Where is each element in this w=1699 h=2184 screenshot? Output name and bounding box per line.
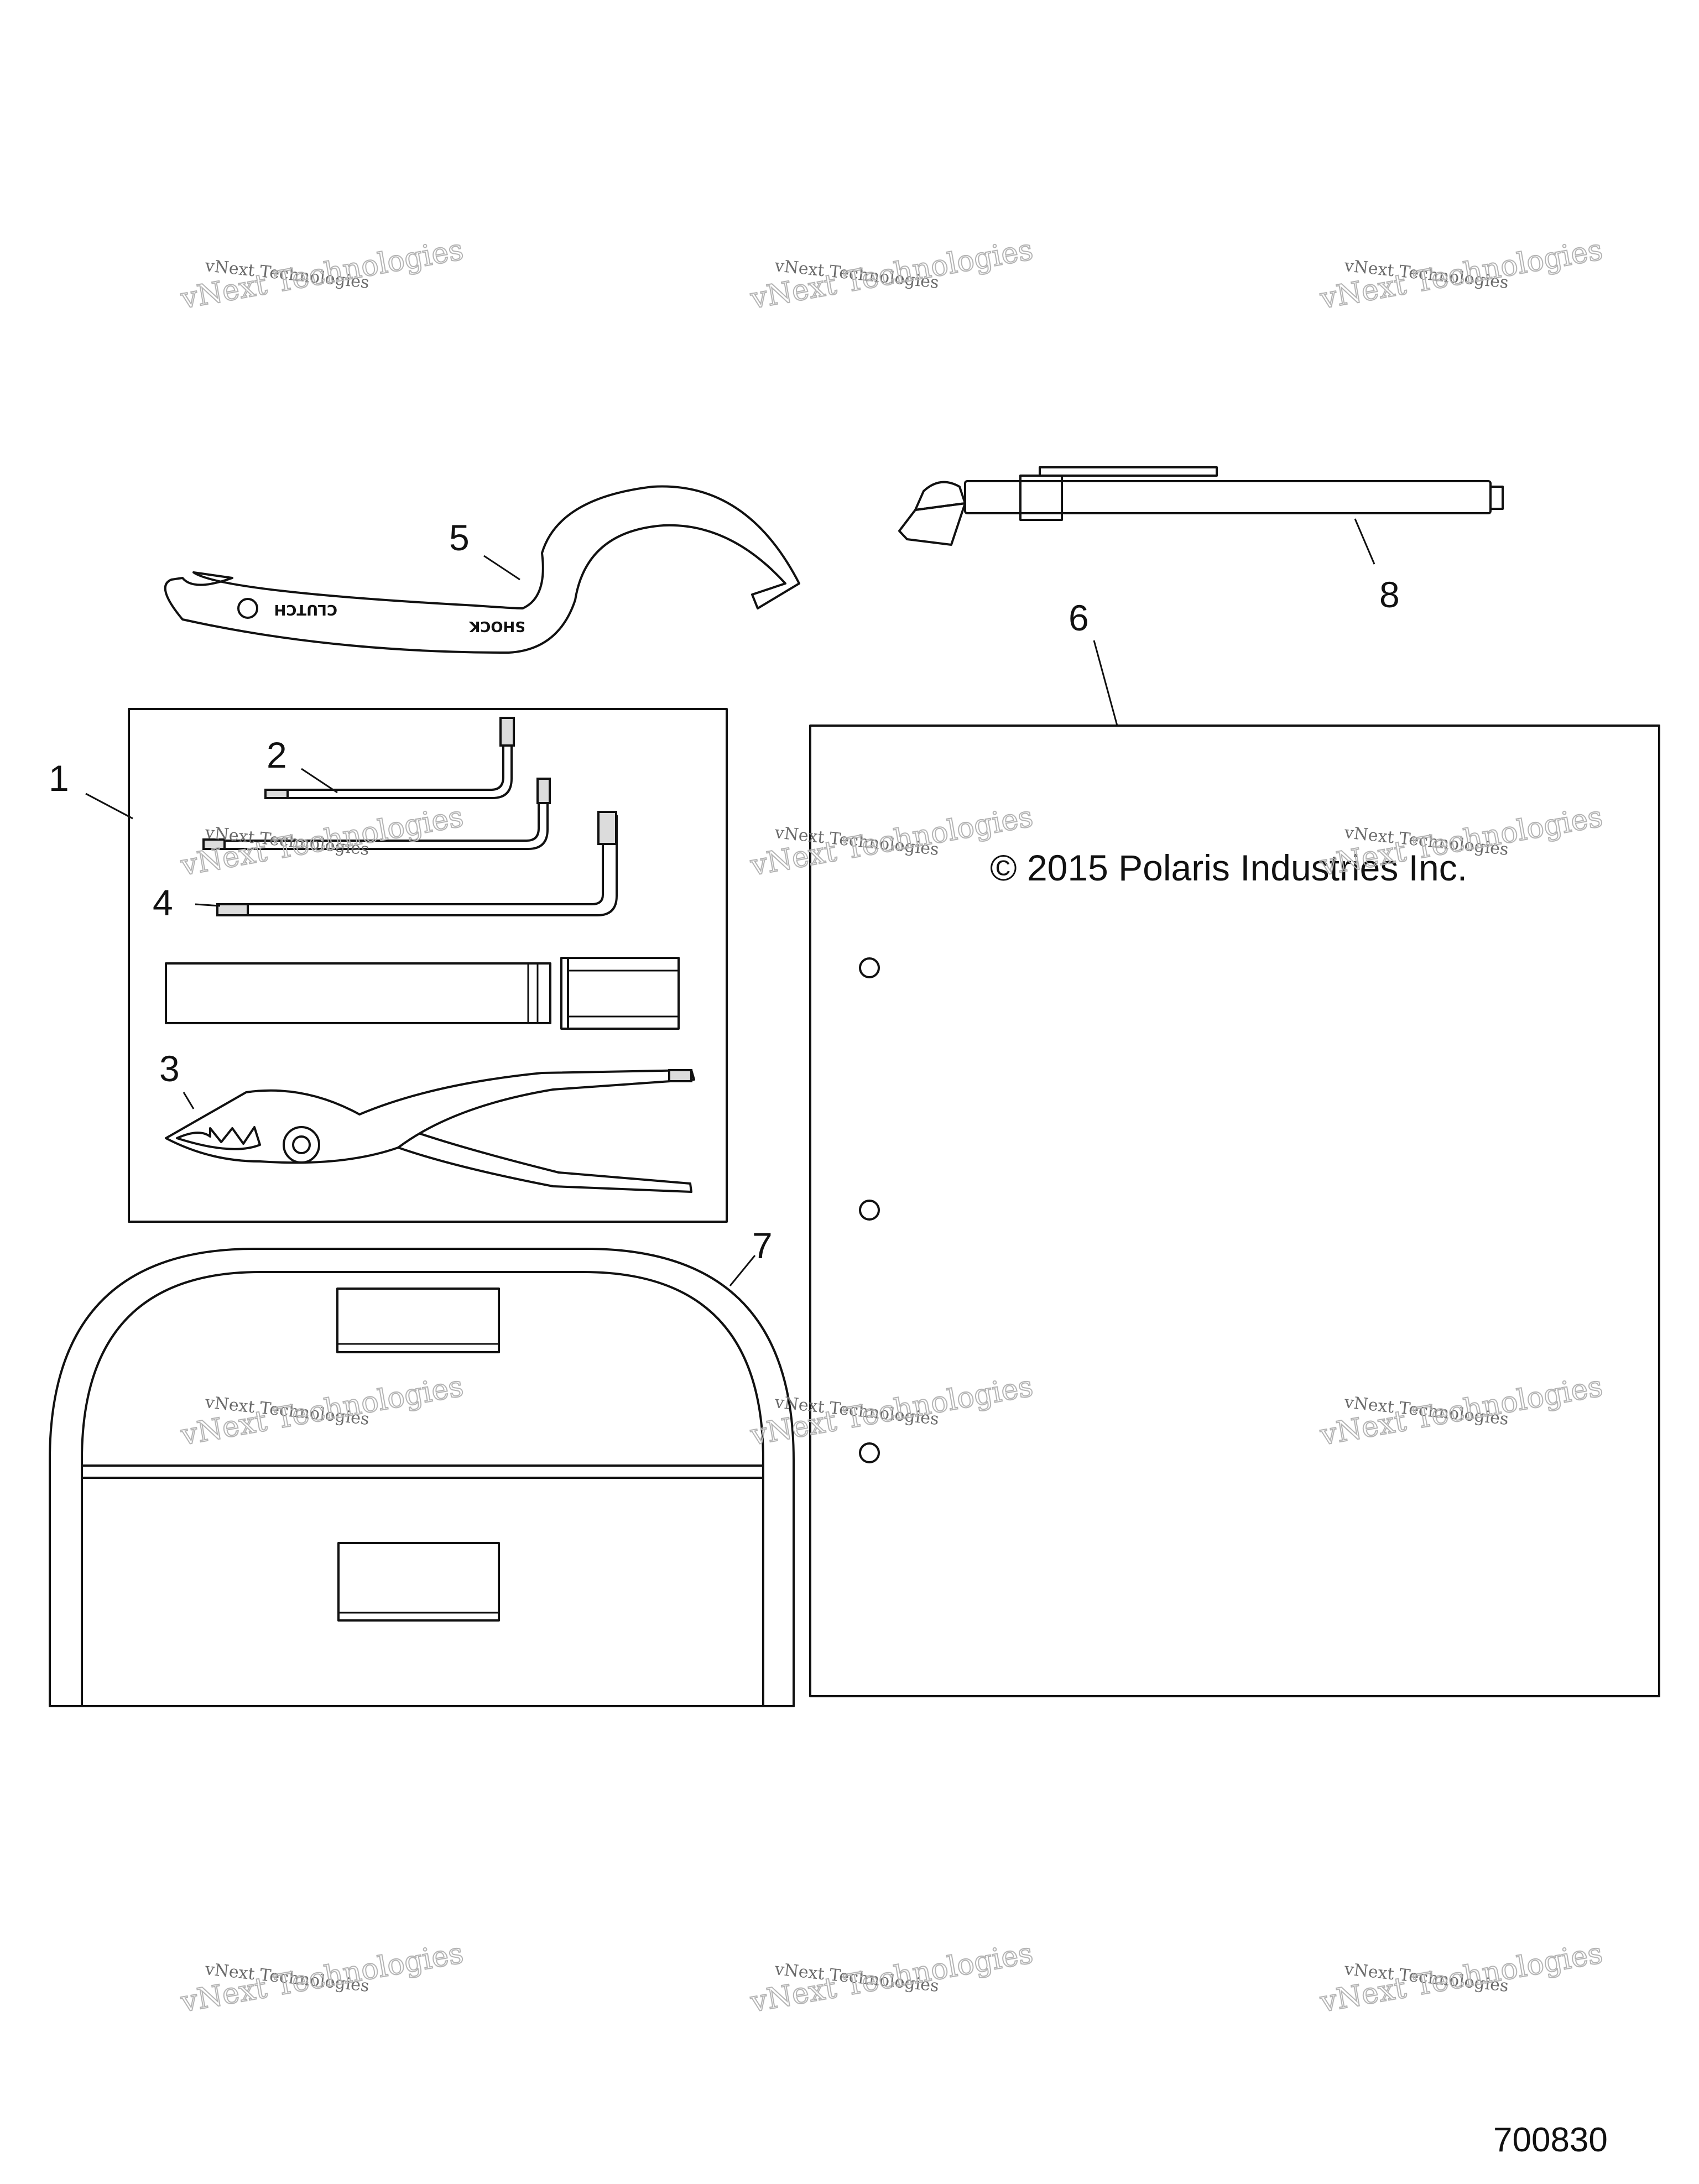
item-6-owners-manual: © 2015 Polaris Industries Inc.	[809, 724, 1660, 1697]
callout-2: 2	[267, 734, 287, 775]
spanner-stamp-clutch: CLUTCH	[274, 601, 337, 618]
watermark: vNext Technologies vNext Technologies	[1317, 1369, 1606, 1453]
watermark: vNext Technologies vNext Technologies	[1317, 233, 1606, 316]
watermark: vNext Technologies vNext Technologies	[747, 1936, 1036, 2020]
item-1-tool-kit-box	[128, 708, 728, 1223]
item-8-handle-tool	[898, 466, 1504, 546]
watermark: vNext Technologies vNext Technologies	[747, 1369, 1036, 1453]
leader-2	[301, 768, 338, 794]
watermark: vNext Technologies vNext Technologies	[178, 233, 466, 316]
watermark: vNext Technologies vNext Technologies	[1317, 1936, 1606, 2020]
watermark-layer: vNext Technologies vNext Technologies vN…	[178, 233, 1606, 2020]
leader-lines	[85, 518, 1375, 1286]
callout-8: 8	[1379, 574, 1400, 615]
callout-7: 7	[752, 1225, 773, 1266]
callout-5: 5	[449, 517, 470, 558]
watermark: vNext Technologies vNext Technologies	[178, 1369, 466, 1453]
item-5-spanner-wrench: CLUTCH SHOCK	[164, 485, 800, 654]
leader-1	[85, 793, 133, 820]
callout-3: 3	[159, 1048, 180, 1089]
leader-8	[1354, 518, 1375, 565]
item-3-pliers	[165, 1069, 695, 1193]
spanner-stamp-shock: SHOCK	[468, 618, 525, 634]
item-2-hex-wrench-set	[202, 717, 551, 850]
item-4-hex-wrench	[216, 811, 618, 916]
leader-3	[183, 1092, 195, 1109]
callout-labels: 1 2 3 4 5 6 7 8	[49, 517, 1400, 1266]
leader-5	[483, 555, 520, 581]
watermark: vNext Technologies vNext Technologies	[178, 1936, 466, 2020]
item-7-tool-bag	[49, 1248, 795, 1707]
leader-7	[729, 1255, 756, 1286]
callout-4: 4	[153, 882, 173, 923]
leader-4	[195, 903, 221, 907]
diagram-part-number: 700830	[1493, 2121, 1608, 2159]
callout-1: 1	[49, 758, 69, 799]
socket-tube-tool	[165, 957, 680, 1030]
manual-copyright-text: © 2015 Polaris Industries Inc.	[990, 847, 1467, 888]
leader-6	[1093, 640, 1118, 726]
watermark: vNext Technologies vNext Technologies	[747, 233, 1036, 316]
callout-6: 6	[1069, 597, 1089, 638]
